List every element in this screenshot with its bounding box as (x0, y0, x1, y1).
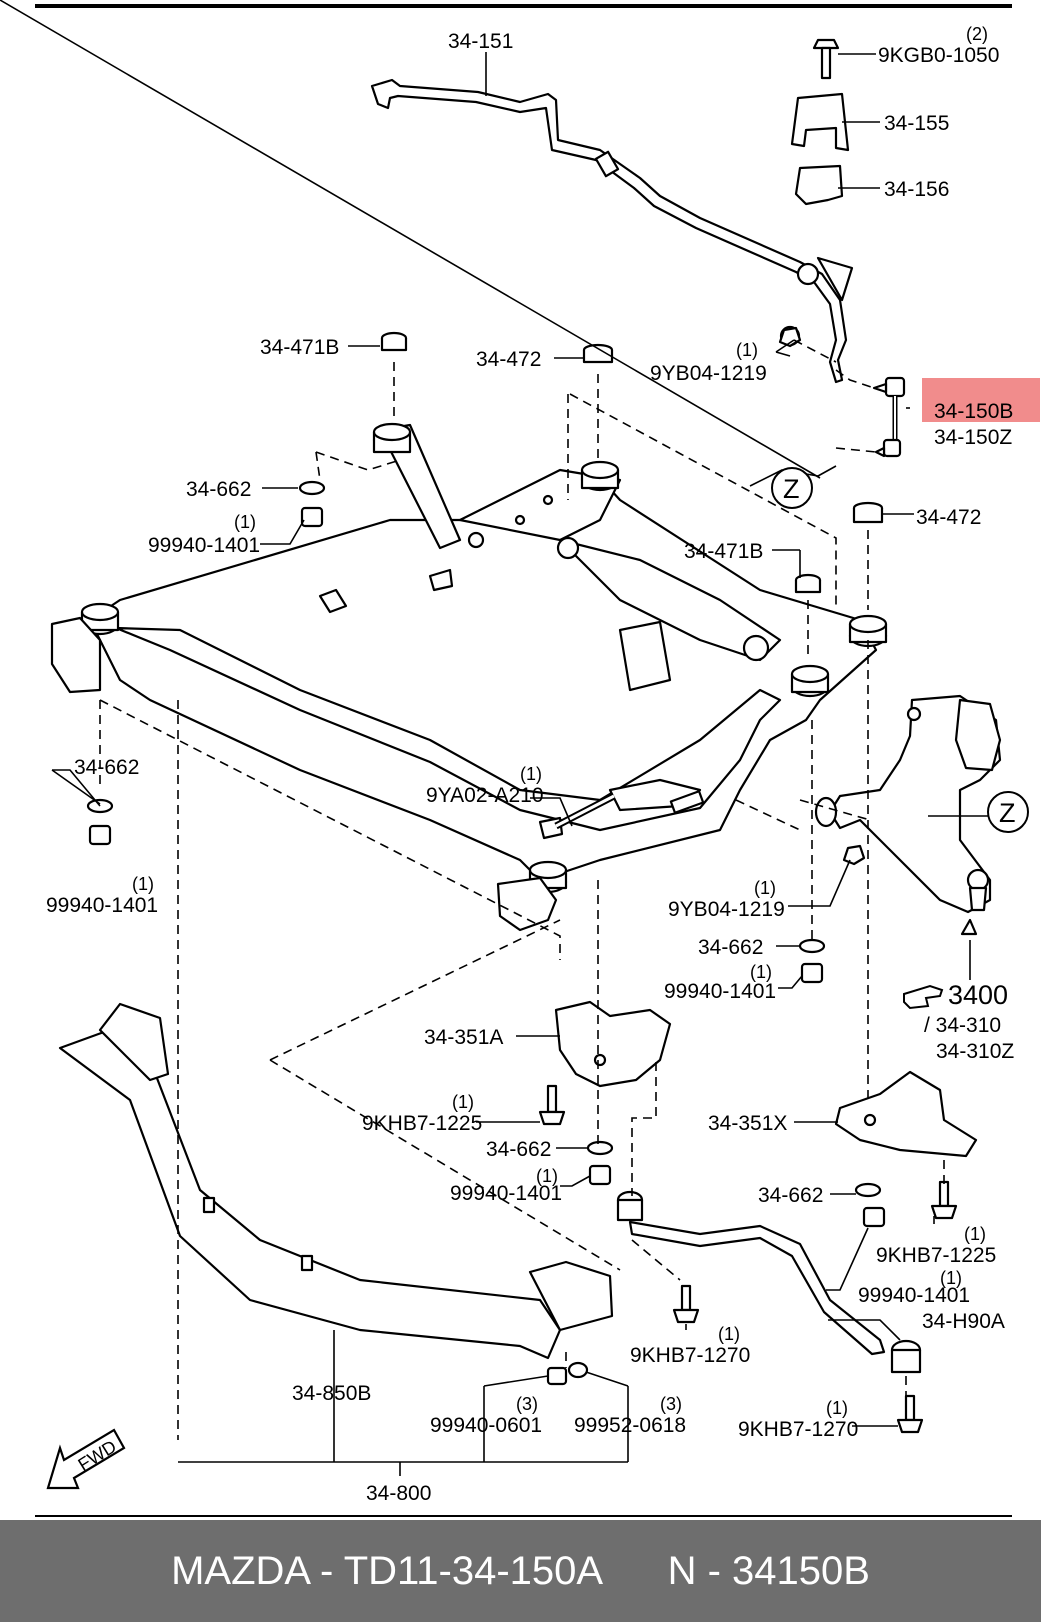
bracket-34-351a[interactable] (554, 1000, 672, 1088)
label-34-472-b[interactable]: 34-472 (916, 506, 981, 529)
label-9yb04-1219-a[interactable]: 9YB04-1219 (650, 362, 767, 385)
label-34-351x[interactable]: 34-351X (708, 1112, 787, 1135)
label-34-310z[interactable]: 34-310Z (936, 1040, 1014, 1063)
bolt-9khb7-1270-b[interactable] (896, 1394, 924, 1434)
label-9khb7-1270-b[interactable]: 9KHB7-1270 (738, 1418, 858, 1441)
label-34-471b-a[interactable]: 34-471B (260, 336, 339, 359)
qty-9ya02: (1) (520, 764, 542, 784)
bushing-34-156[interactable] (794, 164, 844, 206)
bolt-9khb7-1225-a[interactable] (538, 1084, 566, 1126)
label-34-351a[interactable]: 34-351A (424, 1026, 503, 1049)
nut-99940-b[interactable] (88, 824, 112, 846)
nut-9yb04-b[interactable] (842, 844, 866, 866)
bushing-34-471b-a[interactable] (380, 331, 408, 352)
ref-circle-z-top (771, 467, 813, 509)
part-labels: 34-151 (2) 9KGB0-1050 34-155 34-156 34-4… (46, 24, 1016, 1505)
nut-99940-a[interactable] (300, 506, 324, 528)
label-3400[interactable]: 3400 (948, 980, 1008, 1010)
qty-99940-b: (1) (132, 874, 154, 894)
label-9kgb0-1050[interactable]: 9KGB0-1050 (878, 44, 999, 67)
fwd-arrow-icon: FWD (46, 1428, 126, 1490)
qty-99940-d: (1) (536, 1166, 558, 1186)
assembly-lines (99, 339, 945, 1440)
label-99940-1401-e[interactable]: 99940-1401 (858, 1284, 970, 1307)
qty-99940-a: (1) (234, 512, 256, 532)
label-9khb7-1270-a[interactable]: 9KHB7-1270 (630, 1344, 750, 1367)
label-34-662-b[interactable]: 34-662 (74, 756, 139, 779)
washer-99952-0618[interactable] (567, 1361, 589, 1379)
qty-99940-e: (1) (940, 1268, 962, 1288)
label-34-151[interactable]: 34-151 (448, 30, 513, 53)
label-34-662-e[interactable]: 34-662 (758, 1184, 823, 1207)
nut-99940-e[interactable] (862, 1206, 886, 1228)
qty-99952-0618: (3) (660, 1394, 682, 1414)
qty-9yb04-a: (1) (736, 340, 758, 360)
label-34-310[interactable]: / 34-310 (924, 1014, 1001, 1037)
label-z-right: Z (999, 798, 1016, 828)
washer-34-662-a[interactable] (298, 480, 326, 496)
label-34-471b-b[interactable]: 34-471B (684, 540, 763, 563)
bolt-9ya02[interactable] (538, 792, 616, 840)
label-34-155[interactable]: 34-155 (884, 112, 949, 135)
stabilizer-34-h90a[interactable] (616, 1190, 922, 1374)
label-34-662-c[interactable]: 34-662 (698, 936, 763, 959)
bushing-34-472-b[interactable] (852, 501, 884, 524)
washer-34-662-d[interactable] (586, 1140, 614, 1156)
label-9yb04-1219-b[interactable]: 9YB04-1219 (668, 898, 785, 921)
nut-99940-0601[interactable] (546, 1366, 568, 1386)
label-z-top: Z (783, 474, 800, 504)
washer-34-662-e[interactable] (854, 1182, 882, 1198)
bushing-34-471b-b[interactable] (794, 573, 822, 594)
label-34-800[interactable]: 34-800 (366, 1482, 431, 1505)
crossmember[interactable] (50, 422, 888, 932)
label-9ya02-a210[interactable]: 9YA02-A210 (426, 784, 544, 807)
label-99952-0618[interactable]: 99952-0618 (574, 1414, 686, 1437)
label-99940-1401-d[interactable]: 99940-1401 (450, 1182, 562, 1205)
arrow-marker (960, 918, 978, 936)
stabilizer-bar[interactable] (370, 78, 854, 384)
lower-arm[interactable] (814, 694, 1002, 914)
bolt-9khb7-1270-a[interactable] (672, 1284, 700, 1324)
label-9khb7-1225-a[interactable]: 9KHB7-1225 (362, 1112, 482, 1135)
qty-9yb04-b: (1) (754, 878, 776, 898)
bracket-34-155[interactable] (790, 92, 850, 152)
qty-9khb7-a: (1) (452, 1092, 474, 1112)
bracket-34-351x[interactable] (834, 1070, 978, 1158)
label-9khb7-1225-b[interactable]: 9KHB7-1225 (876, 1244, 996, 1267)
label-99940-1401-a[interactable]: 99940-1401 (148, 534, 260, 557)
parts-diagram: FWD 34-151 (2) 9KGB0-1050 34-155 34-156 … (0, 0, 1040, 1517)
label-34-662-a[interactable]: 34-662 (186, 478, 251, 501)
label-99940-1401-c[interactable]: 99940-1401 (664, 980, 776, 1003)
label-99940-1401-b[interactable]: 99940-1401 (46, 894, 158, 917)
label-34-150z[interactable]: 34-150Z (934, 426, 1012, 449)
part-number-footer: MAZDA - TD11-34-150A N - 34150B (0, 1520, 1041, 1622)
label-34-h90a[interactable]: 34-H90A (922, 1310, 1005, 1333)
qty-9khb7-1270-a: (1) (718, 1324, 740, 1344)
front-member[interactable] (58, 1002, 614, 1360)
label-34-472-a[interactable]: 34-472 (476, 348, 541, 371)
ref-circle-z-right (987, 791, 1029, 833)
leader-lines (0, 0, 988, 1476)
label-34-662-d[interactable]: 34-662 (486, 1138, 551, 1161)
qty-9kgb0: (2) (966, 24, 988, 44)
qty-99940-c: (1) (750, 962, 772, 982)
qty-9khb7-1270-b: (1) (826, 1398, 848, 1418)
nut-9yb04-a[interactable] (778, 326, 802, 348)
qty-9khb7-b: (1) (964, 1224, 986, 1244)
highlight-box (922, 378, 1040, 422)
label-34-850b[interactable]: 34-850B (292, 1382, 371, 1405)
washer-34-662-c[interactable] (798, 938, 826, 954)
bushing-34-472-a[interactable] (582, 343, 614, 364)
qty-99940-0601: (3) (516, 1394, 538, 1414)
label-99940-0601[interactable]: 99940-0601 (430, 1414, 542, 1437)
hand-pointer-icon (903, 984, 944, 1010)
nut-99940-c[interactable] (800, 962, 824, 984)
bolt-9khb7-1225-b[interactable] (930, 1180, 958, 1220)
nut-99940-d[interactable] (588, 1164, 612, 1186)
bolt-9kgb0[interactable] (812, 38, 840, 80)
label-34-150b[interactable]: 34-150B (934, 400, 1013, 423)
label-34-156[interactable]: 34-156 (884, 178, 949, 201)
footer-text: MAZDA - TD11-34-150A N - 34150B (171, 1548, 870, 1593)
